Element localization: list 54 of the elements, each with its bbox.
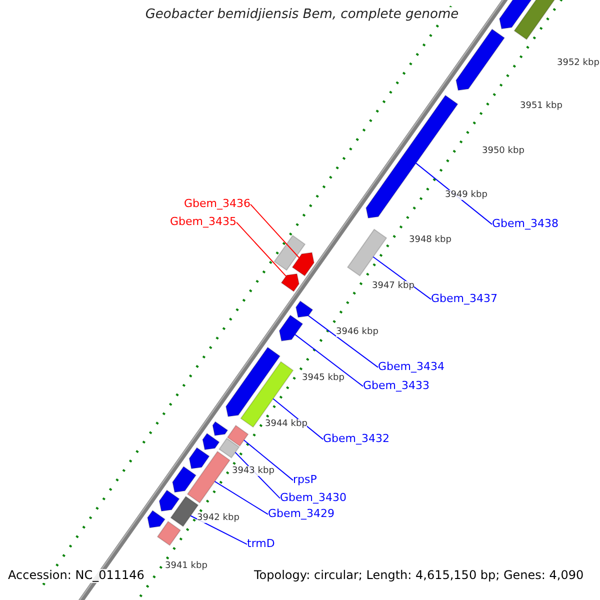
gene-feature — [212, 421, 228, 436]
gene-bar — [186, 450, 230, 504]
gene-feature — [456, 28, 506, 91]
accession-text: Accession: NC_011146 — [8, 569, 144, 583]
leader-line — [294, 334, 364, 387]
scale-label: 3947 kbp — [372, 281, 414, 292]
gene-feature — [158, 490, 180, 512]
scale-label: 3945 kbp — [302, 373, 344, 384]
gene-feature — [147, 510, 166, 528]
gene-feature — [280, 273, 300, 292]
gene-label: Gbem_3432 — [323, 433, 390, 446]
leader-line — [372, 256, 432, 300]
scale-label: 3950 kbp — [482, 146, 524, 156]
gene-bar — [170, 496, 199, 528]
gene-label: Gbem_3435 — [170, 216, 236, 229]
gene-feature — [278, 314, 304, 342]
gene-label: Gbem_3430 — [280, 492, 346, 505]
genome-stats-text: Topology: circular; Length: 4,615,150 bp; Genes: 4,090 — [254, 569, 584, 583]
scale-label: 3942 kbp — [197, 513, 240, 524]
gene-bar — [218, 438, 240, 458]
leader-line — [308, 315, 378, 368]
scale-label: 3946 kbp — [336, 327, 378, 338]
gene-feature — [498, 0, 532, 30]
gene-label: Gbem_3434 — [378, 361, 444, 374]
leader-line — [214, 480, 268, 515]
scale-label: 3941 kbp — [165, 561, 208, 572]
gene-feature — [188, 447, 210, 470]
scale-label: 3949 kbp — [445, 190, 488, 200]
gene-bar — [274, 234, 306, 271]
gene-bar — [346, 228, 388, 276]
gene-feature — [172, 466, 197, 493]
leader-line — [272, 398, 324, 440]
leader-line — [236, 222, 287, 277]
scale-label: 3943 kbp — [232, 466, 274, 476]
gene-bar — [156, 520, 182, 546]
gene-bar — [226, 424, 249, 447]
gene-label: rpsP — [293, 474, 317, 487]
scale-label: 3944 kbp — [265, 419, 308, 430]
gene-feature — [295, 300, 314, 318]
gene-feature — [292, 252, 315, 276]
gene-label: Gbem_3437 — [431, 293, 498, 306]
leader-line — [250, 204, 300, 258]
map-title: Geobacter bemidjiensis Bem, complete genome — [145, 7, 459, 22]
gene-label: Gbem_3429 — [268, 508, 334, 521]
leader-line — [243, 440, 294, 481]
scale-label: 3951 kbp — [520, 101, 562, 112]
gene-label: trmD — [247, 538, 275, 551]
gene-label: Gbem_3438 — [492, 218, 558, 231]
leader-line — [190, 515, 248, 545]
scale-label: 3952 kbp — [557, 58, 600, 68]
gene-feature — [225, 346, 281, 418]
scale-label: 3948 kbp — [409, 235, 452, 246]
gene-label: Gbem_3433 — [363, 380, 430, 393]
gene-label: Gbem_3436 — [184, 198, 250, 211]
